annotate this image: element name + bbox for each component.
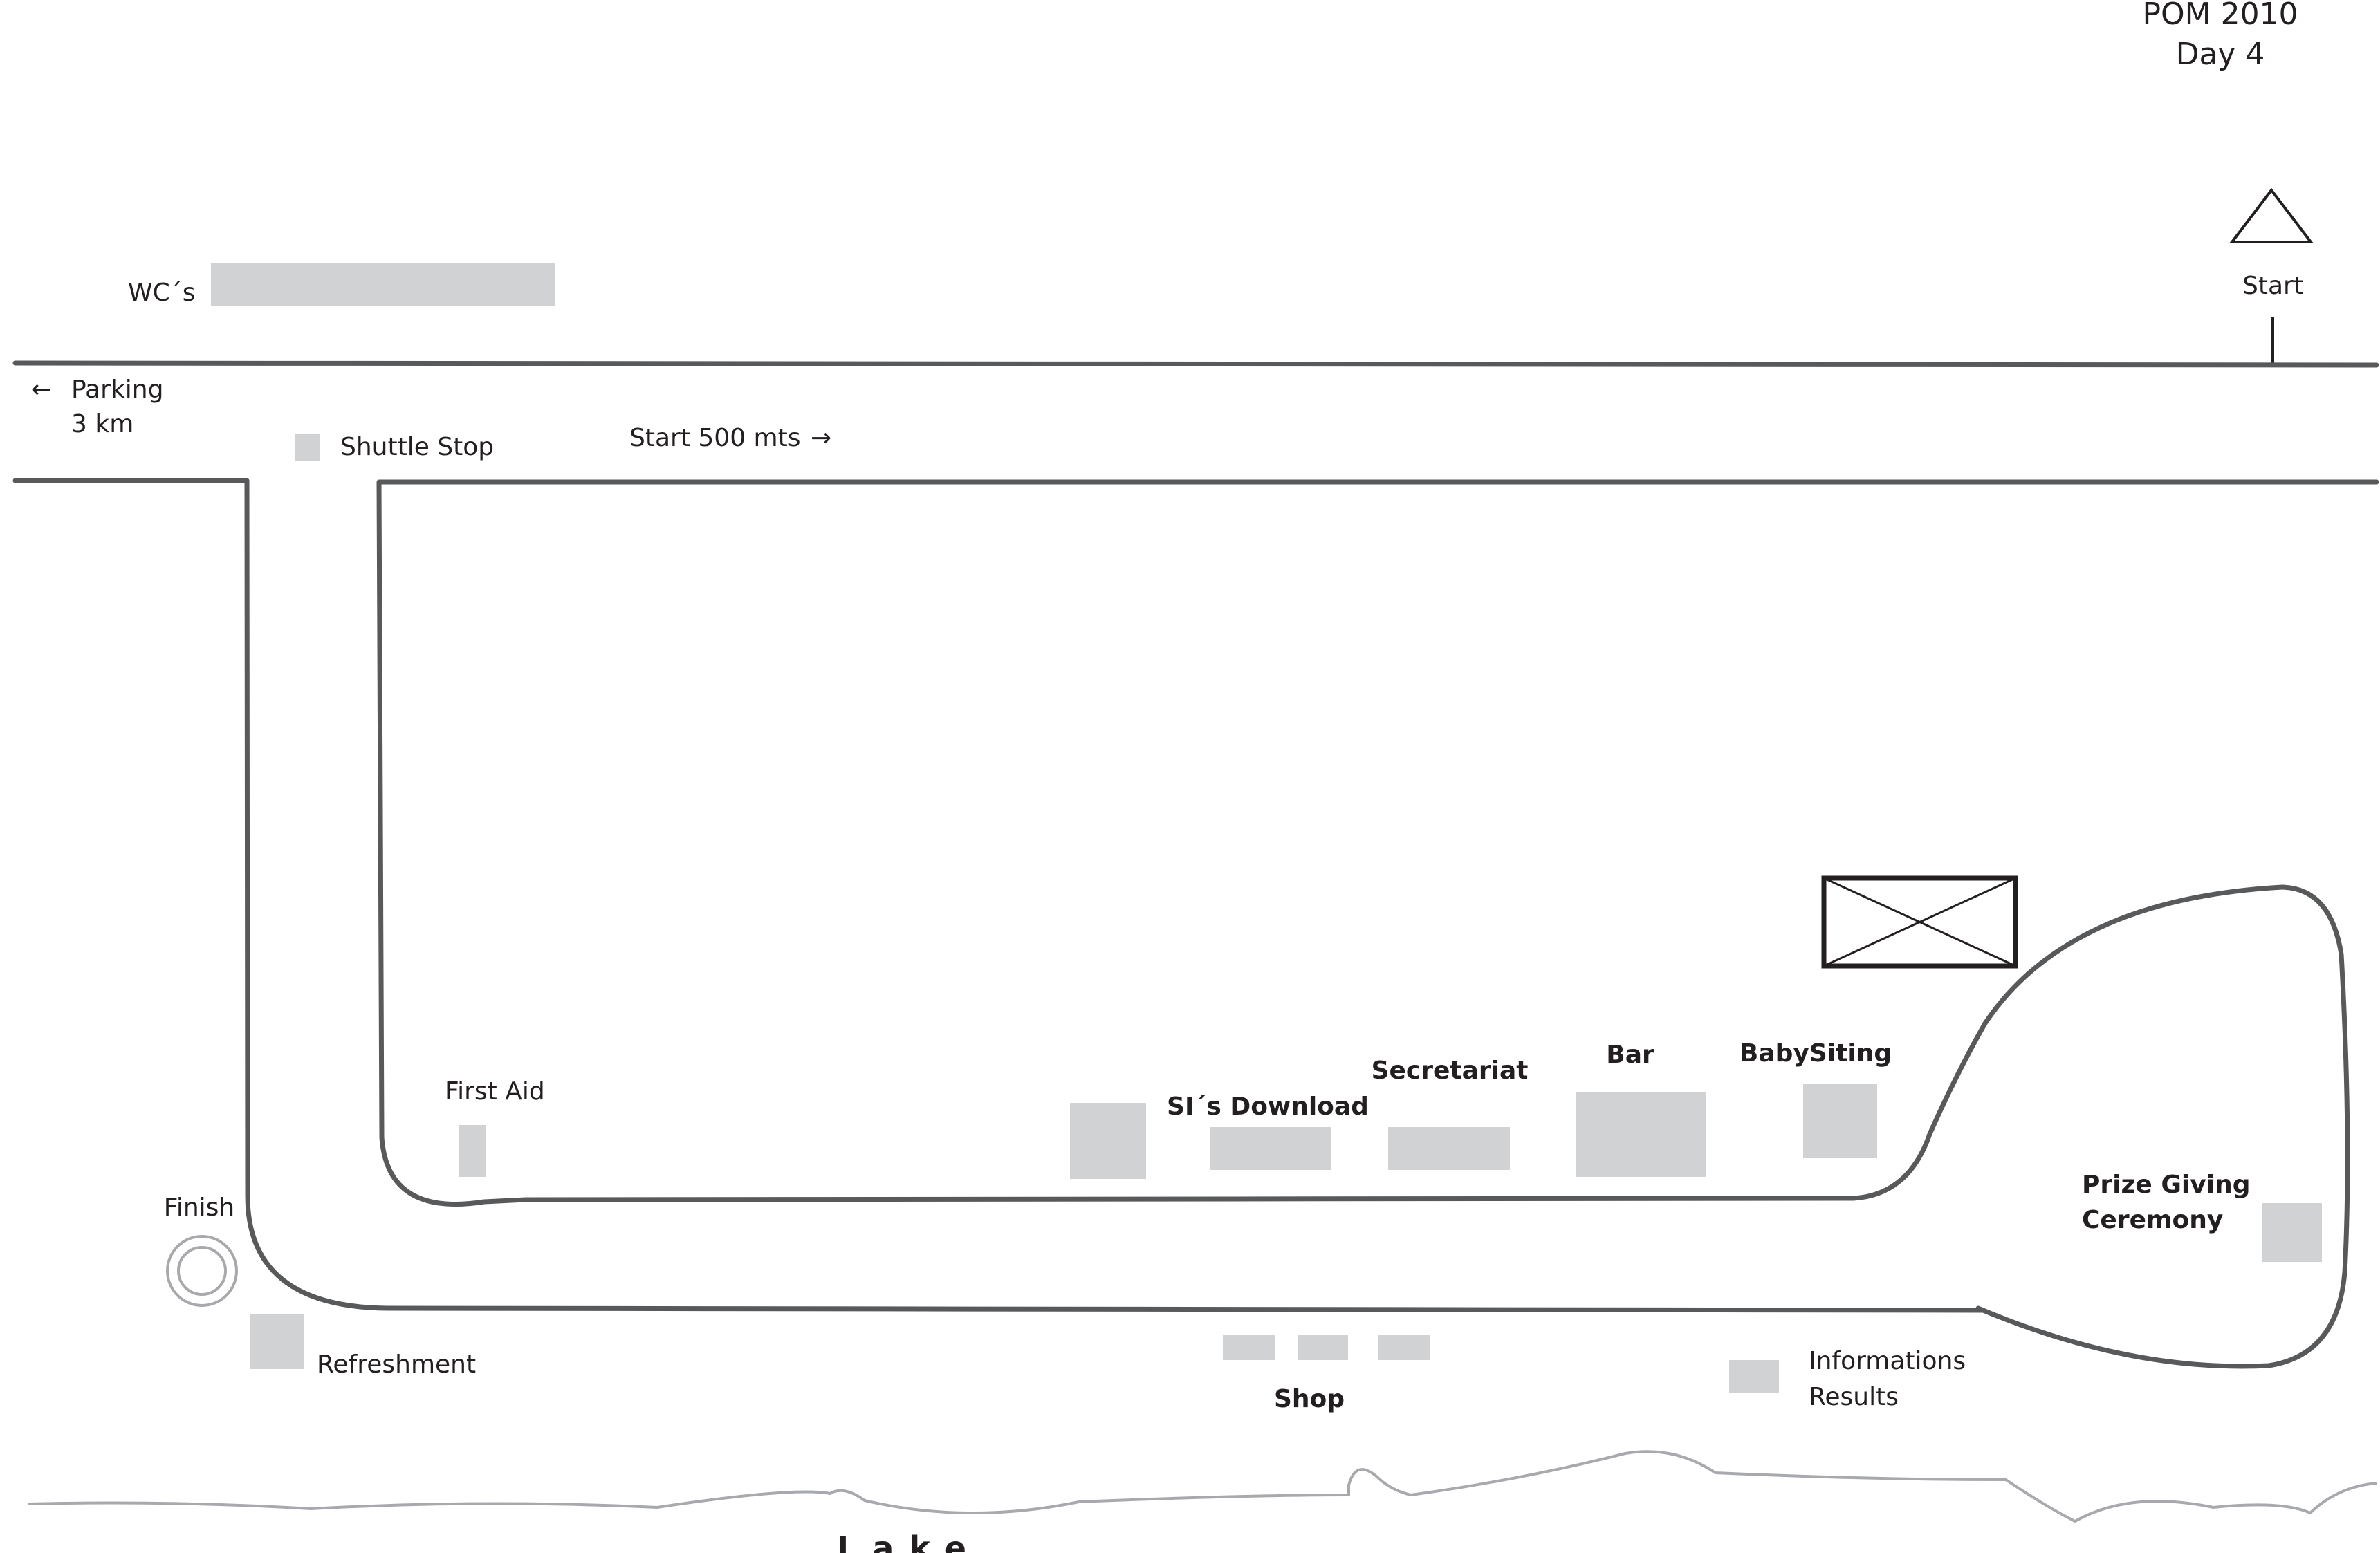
refreshment-building <box>250 1314 304 1369</box>
start-icon <box>2229 187 2314 243</box>
babysitting-label: BabySiting <box>1740 1039 1892 1068</box>
refreshment-label: Refreshment <box>317 1350 476 1379</box>
parking-label-line1: Parking <box>71 375 163 404</box>
si-download-label: SI´s Download <box>1167 1092 1369 1121</box>
shuttle-stop-label: Shuttle Stop <box>340 433 494 461</box>
facility-building <box>1070 1103 1146 1179</box>
start-label: Start <box>2242 272 2303 300</box>
babysitting-building <box>1803 1084 1877 1158</box>
bar-building <box>1576 1092 1706 1177</box>
shop-stall-2 <box>1298 1335 1348 1360</box>
wc-building <box>211 263 555 306</box>
lake-label: Lake <box>837 1529 981 1553</box>
si-download-building <box>1210 1127 1331 1170</box>
prize-giving-label-line2: Ceremony <box>2082 1206 2223 1234</box>
information-label-line2: Results <box>1809 1383 1899 1411</box>
first-aid-label: First Aid <box>445 1077 545 1106</box>
arrow-right-icon: → <box>811 424 831 452</box>
secretariat-building <box>1388 1127 1510 1170</box>
bar-label: Bar <box>1606 1041 1654 1069</box>
shop-stall-3 <box>1378 1335 1430 1360</box>
main-road-north-edge <box>12 360 2379 368</box>
prize-giving-label-line1: Prize Giving <box>2082 1171 2250 1199</box>
information-booth <box>1729 1360 1779 1393</box>
crossed-rectangle-icon <box>1821 875 2018 969</box>
shuttle-stop-marker <box>295 434 320 461</box>
shop-stall-1 <box>1223 1335 1275 1360</box>
secretariat-label: Secretariat <box>1372 1057 1529 1085</box>
prize-giving-stage <box>2262 1203 2322 1262</box>
road-south-edge-west <box>12 478 1984 1313</box>
first-aid-building <box>459 1125 486 1177</box>
parking-label-line2: 3 km <box>71 410 133 438</box>
lake-shoreline <box>27 1450 2377 1523</box>
finish-icon <box>166 1235 238 1307</box>
wc-label: WC´s <box>128 279 196 307</box>
shop-label: Shop <box>1274 1385 1345 1413</box>
start-500-label: Start 500 mts <box>629 424 800 452</box>
arrow-left-icon: ← <box>31 375 52 404</box>
information-label-line1: Informations <box>1809 1347 1966 1375</box>
road-south-edge-east <box>376 479 2379 1369</box>
event-title: POM 2010 <box>2142 0 2298 32</box>
event-day: Day 4 <box>2176 37 2265 72</box>
finish-label: Finish <box>164 1193 234 1222</box>
